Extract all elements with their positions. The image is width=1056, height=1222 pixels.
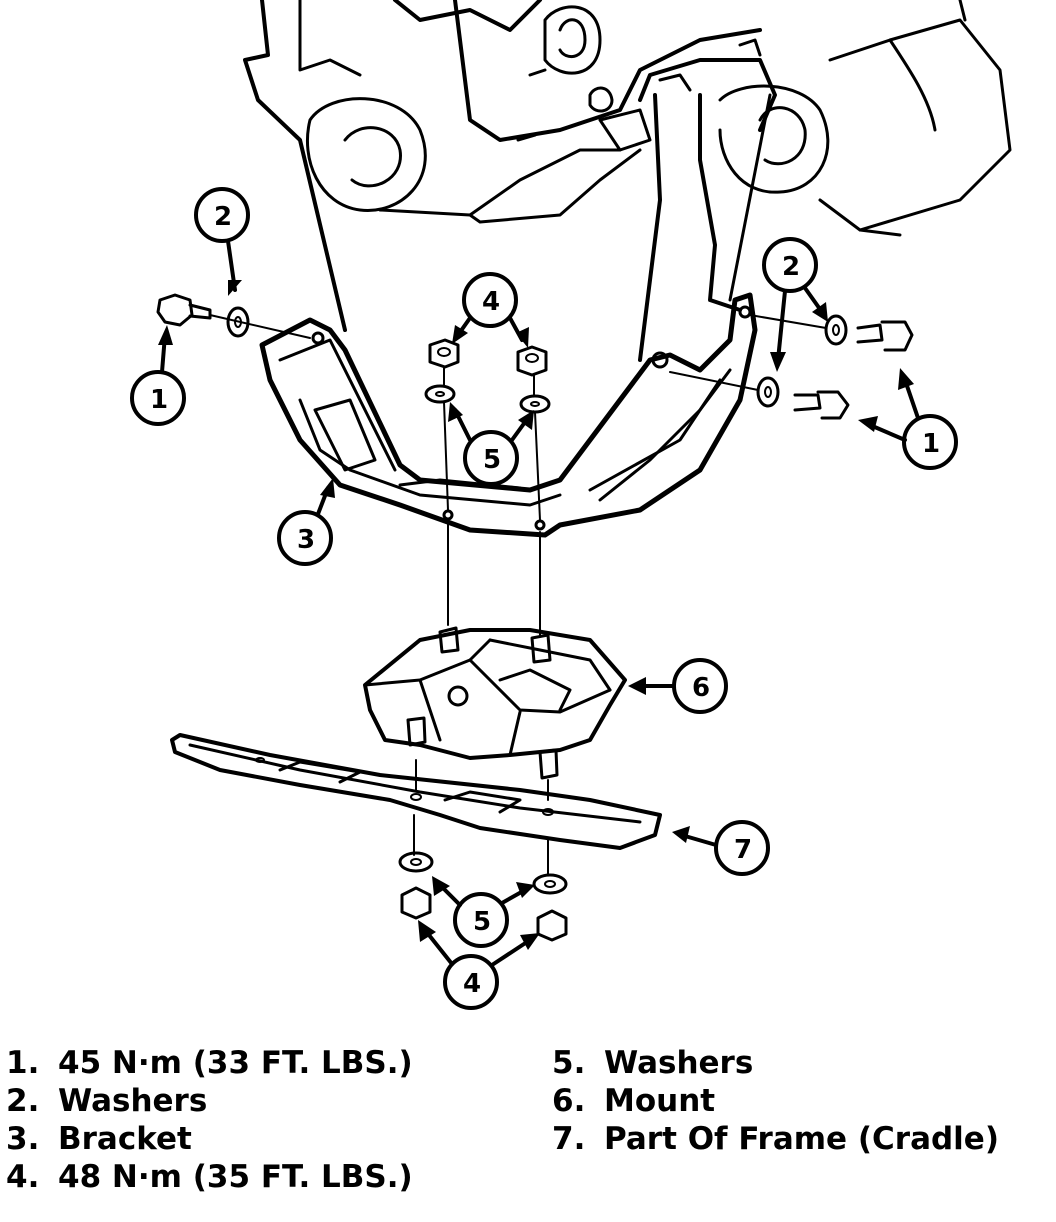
mount xyxy=(363,626,627,780)
legend-num: 7. xyxy=(552,1121,586,1157)
left-bolt-assembly xyxy=(156,293,311,339)
callout-3: 3 xyxy=(297,525,315,555)
callout-4-bottom: 4 xyxy=(463,969,481,999)
legend-text: Part Of Frame (Cradle) xyxy=(604,1121,999,1157)
legend-left: 1. 45 N·m (33 FT. LBS.) 2. Washers 3. Br… xyxy=(6,1044,413,1196)
legend-num: 4. xyxy=(6,1159,40,1195)
legend-item-6: 6. Mount xyxy=(552,1082,999,1120)
callout-1-left: 1 xyxy=(150,385,168,415)
callout-6: 6 xyxy=(692,673,710,703)
bracket xyxy=(259,292,758,538)
legend-text: Bracket xyxy=(58,1121,192,1157)
legend-item-4: 4. 48 N·m (35 FT. LBS.) xyxy=(6,1158,413,1196)
legend-item-7: 7. Part Of Frame (Cradle) xyxy=(552,1120,999,1158)
legend-item-1: 1. 45 N·m (33 FT. LBS.) xyxy=(6,1044,413,1082)
callout-2-right: 2 xyxy=(782,252,800,282)
right-bolt-assembly xyxy=(669,314,914,420)
callout-4-top: 4 xyxy=(482,287,500,317)
callouts xyxy=(130,187,958,1010)
callout-5-bottom: 5 xyxy=(473,907,491,937)
frame-cradle xyxy=(170,733,662,850)
engine-block xyxy=(243,0,1012,362)
legend-text: 45 N·m (33 FT. LBS.) xyxy=(58,1045,413,1081)
legend-text: Washers xyxy=(604,1045,754,1081)
legend-num: 1. xyxy=(6,1045,40,1081)
legend-text: Mount xyxy=(604,1083,716,1119)
callout-7: 7 xyxy=(734,835,752,865)
legend-item-5: 5. Washers xyxy=(552,1044,999,1082)
legend-num: 2. xyxy=(6,1083,40,1119)
legend-item-2: 2. Washers xyxy=(6,1082,413,1120)
guide-lines xyxy=(413,521,549,876)
callout-1-right: 1 xyxy=(922,429,940,459)
legend-num: 5. xyxy=(552,1045,586,1081)
legend-right: 5. Washers 6. Mount 7. Part Of Frame (Cr… xyxy=(552,1044,999,1158)
upper-nuts-washers xyxy=(424,338,551,521)
legend-text: 48 N·m (35 FT. LBS.) xyxy=(58,1159,413,1195)
legend-text: Washers xyxy=(58,1083,208,1119)
legend-item-3: 3. Bracket xyxy=(6,1120,413,1158)
lower-nuts-washers xyxy=(398,851,568,942)
callout-5-top: 5 xyxy=(483,445,501,475)
callout-2-left: 2 xyxy=(214,202,232,232)
legend-num: 3. xyxy=(6,1121,40,1157)
legend-num: 6. xyxy=(552,1083,586,1119)
